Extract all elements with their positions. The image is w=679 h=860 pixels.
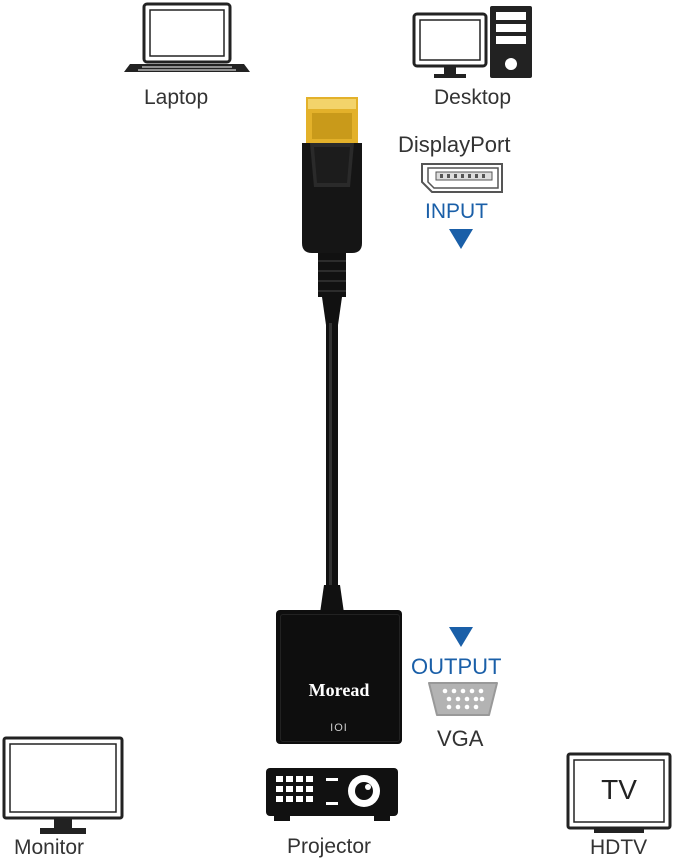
adapter-port-marking: IOI — [330, 722, 348, 734]
displayport-label: DisplayPort — [398, 132, 511, 157]
laptop-icon — [122, 2, 252, 74]
tv-screen-text: TV — [601, 774, 637, 805]
hdtv-label: HDTV — [590, 836, 648, 859]
adapter-brand: Moread — [308, 680, 370, 700]
projector-icon — [264, 766, 400, 822]
monitor-label: Monitor — [14, 836, 85, 859]
input-label: INPUT — [425, 200, 488, 223]
desktop-icon — [412, 4, 534, 82]
vga-label: VGA — [437, 726, 484, 751]
laptop-label: Laptop — [144, 86, 209, 109]
desktop-label: Desktop — [434, 86, 512, 109]
vga-adapter-box: Moread IOI — [276, 610, 402, 744]
vga-port-icon — [425, 680, 501, 718]
displayport-cable-icon — [292, 95, 372, 615]
monitor-icon — [2, 736, 126, 838]
output-label: OUTPUT — [411, 654, 502, 679]
down-arrow-icon-output — [448, 626, 474, 648]
displayport-port-icon — [420, 162, 504, 194]
down-arrow-icon — [448, 228, 474, 250]
tv-icon: TV — [566, 752, 674, 834]
projector-label: Projector — [287, 835, 372, 858]
